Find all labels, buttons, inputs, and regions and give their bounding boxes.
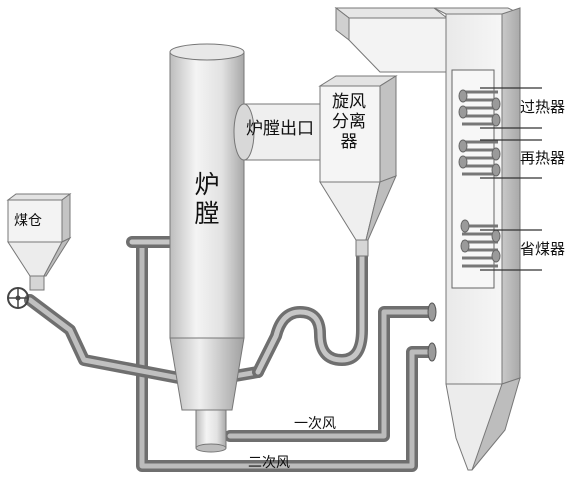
furnace-label: 炉 膛 bbox=[190, 172, 224, 226]
primary-air-label: 一次风 bbox=[294, 416, 336, 432]
furnace-label-line2: 膛 bbox=[194, 199, 220, 228]
reheater-coils bbox=[462, 140, 498, 176]
cyclone-label-line1: 旋风 bbox=[332, 92, 366, 112]
cyclone-label-line2: 分离 bbox=[332, 112, 366, 133]
furnace-label-line1: 炉 bbox=[194, 170, 220, 199]
economizer-label: 省煤器 bbox=[520, 240, 566, 258]
coal-bin-label: 煤仓 bbox=[14, 213, 42, 229]
valve-handwheel-icon bbox=[7, 287, 29, 309]
furnace bbox=[169, 43, 245, 453]
cyclone-label-line3: 器 bbox=[340, 132, 358, 153]
pipe-flanges bbox=[427, 302, 437, 362]
cyclone-separator bbox=[318, 75, 398, 257]
secondary-air-label: 二次风 bbox=[248, 455, 290, 471]
superheater-coils bbox=[462, 90, 498, 126]
furnace-outlet-label: 炉膛出口 bbox=[246, 119, 314, 139]
cyclone-label: 旋风 分离 器 bbox=[326, 92, 372, 152]
coal-bin bbox=[6, 193, 72, 291]
furnace-outlet-duct bbox=[233, 103, 327, 161]
superheater-label: 过热器 bbox=[520, 98, 566, 116]
back-pass bbox=[334, 6, 542, 471]
reheater-label: 再热器 bbox=[520, 149, 566, 167]
